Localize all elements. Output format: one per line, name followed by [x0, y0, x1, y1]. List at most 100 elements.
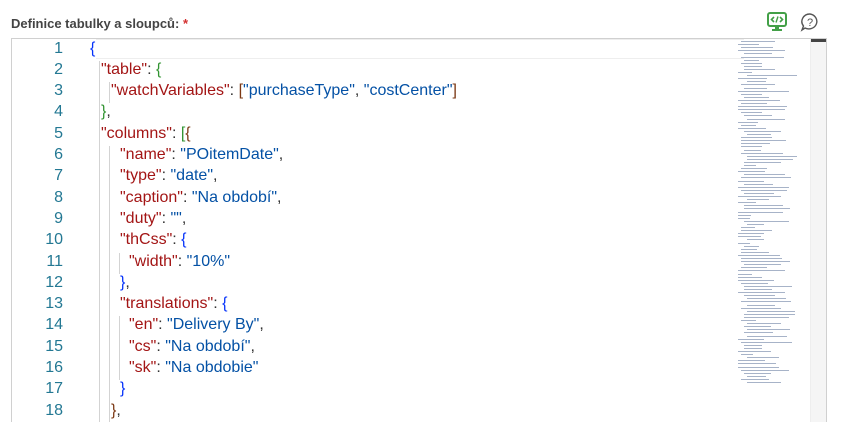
code-line: "cs": "Na období", [129, 338, 255, 356]
minimap-line [738, 363, 776, 365]
code-token: "" [170, 209, 182, 227]
code-line: "watchVariables": ["purchaseType", "cost… [111, 82, 457, 100]
minimap-line [747, 75, 797, 77]
indent-guide [119, 316, 120, 381]
code-token: : [156, 337, 166, 355]
minimap-line [738, 279, 774, 281]
vertical-scrollbar[interactable] [810, 39, 826, 422]
minimap-line [741, 248, 757, 250]
minimap-line [741, 307, 781, 309]
minimap[interactable] [734, 39, 816, 422]
current-line-highlight [96, 39, 744, 59]
minimap-line [744, 220, 789, 222]
minimap-line [738, 106, 787, 108]
minimap-line [744, 313, 795, 315]
code-token: "caption" [120, 188, 183, 206]
minimap-line [744, 344, 762, 346]
minimap-line [747, 357, 779, 359]
line-number: 12 [45, 273, 63, 291]
code-token: "duty" [120, 209, 162, 227]
code-token: { [90, 39, 96, 57]
line-number: 7 [54, 167, 63, 185]
code-token: , [181, 209, 187, 227]
minimap-line [744, 332, 773, 334]
code-token: "watchVariables" [111, 82, 230, 100]
minimap-line [744, 165, 756, 166]
minimap-line [744, 96, 769, 98]
minimap-line [741, 261, 790, 263]
minimap-line [744, 295, 775, 297]
code-token: "cs" [129, 337, 157, 355]
minimap-line [744, 326, 771, 328]
minimap-line [747, 329, 790, 331]
line-number: 6 [54, 146, 63, 163]
minimap-line [741, 267, 767, 269]
minimap-line [738, 351, 771, 352]
code-token: "Delivery By" [167, 316, 260, 334]
code-line: "table": { [101, 61, 161, 79]
minimap-line [738, 276, 762, 278]
minimap-line [741, 84, 775, 86]
minimap-line [738, 360, 765, 362]
code-line: "translations": { [120, 295, 227, 313]
code-line: { [90, 40, 95, 58]
minimap-line [738, 78, 767, 80]
minimap-line [738, 254, 780, 256]
minimap-line [738, 273, 752, 275]
minimap-line [741, 103, 767, 104]
minimap-line [744, 289, 772, 290]
code-token: } [111, 401, 117, 419]
minimap-line [744, 174, 785, 176]
code-line: "columns": [{ [101, 125, 191, 143]
minimap-line [738, 171, 765, 173]
minimap-line [744, 183, 773, 185]
minimap-line [741, 143, 770, 145]
required-marker: * [182, 16, 189, 31]
minimap-line [744, 68, 775, 70]
minimap-line [747, 158, 793, 160]
line-number: 9 [54, 209, 63, 227]
code-preview-icon[interactable] [767, 12, 787, 32]
minimap-line [747, 81, 766, 83]
code-token: } [120, 273, 126, 291]
code-token: "en" [129, 316, 159, 334]
minimap-line [741, 93, 762, 95]
code-token: "table" [101, 60, 148, 78]
code-token: "Na období" [165, 337, 251, 355]
code-token: , [278, 146, 284, 163]
code-area[interactable]: { "table": { "watchVariables": ["purchaseT… [72, 39, 732, 422]
minimap-line [744, 208, 790, 210]
form-header: Definice tabulky a sloupců: * ? [0, 0, 847, 38]
scrollbar-thumb[interactable] [811, 39, 826, 42]
code-token: } [101, 103, 107, 121]
code-token: "Na období" [191, 188, 278, 206]
line-number: 16 [45, 359, 63, 376]
code-token: : [161, 209, 171, 227]
minimap-line [741, 282, 768, 284]
code-token: "width" [129, 252, 178, 270]
minimap-line [747, 134, 771, 135]
code-line: "width": "10%" [129, 253, 230, 271]
minimap-line [738, 202, 756, 204]
code-line: "caption": "Na období", [120, 189, 282, 207]
line-number: 3 [54, 82, 63, 100]
minimap-line [741, 354, 753, 356]
help-icon[interactable]: ? [800, 12, 820, 32]
code-token: : [158, 316, 168, 334]
code-line: "duty": "", [120, 210, 186, 228]
line-number: 14 [45, 316, 63, 334]
code-token: : [177, 252, 187, 270]
minimap-line [738, 214, 751, 216]
minimap-line [744, 192, 774, 194]
line-number: 2 [54, 60, 63, 78]
code-token: : [171, 124, 181, 142]
minimap-line [738, 44, 759, 46]
minimap-line [741, 168, 767, 170]
code-token: "purchaseType" [243, 82, 355, 100]
minimap-line [744, 316, 789, 318]
field-label: Definice tabulky a sloupců: * [11, 16, 188, 31]
code-token: , [277, 188, 282, 206]
code-token: { [222, 295, 228, 313]
minimap-line [741, 227, 755, 228]
